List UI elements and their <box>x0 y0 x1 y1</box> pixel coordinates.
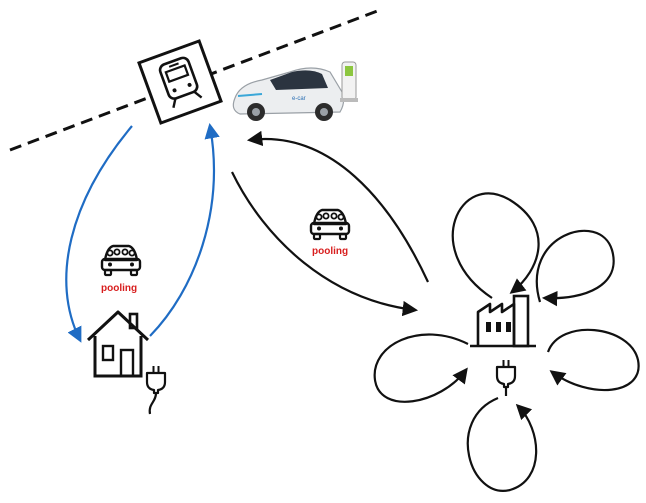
loop-bottom <box>466 396 538 492</box>
pooling-label-center: pooling <box>312 246 349 257</box>
ev-charger-icon <box>340 61 358 102</box>
black-arrow-station-to-factory <box>231 171 419 317</box>
loop-top <box>451 192 540 299</box>
factory-icon <box>470 294 536 348</box>
electric-car-icon: e-car <box>232 67 345 121</box>
car-front-icon-left <box>100 244 142 277</box>
blue-arrow-house-to-station <box>149 122 220 337</box>
blue-arrow-station-to-house <box>65 125 133 343</box>
loop-right <box>546 328 640 392</box>
house-icon <box>86 310 150 378</box>
car-front-icon-center <box>309 208 351 241</box>
factory-loop-arrows <box>373 192 640 492</box>
black-arrow-factory-to-station <box>246 130 429 283</box>
svg-text:e-car: e-car <box>292 96 306 102</box>
pooling-label-left: pooling <box>101 283 138 294</box>
electric-plug-icon-house <box>145 364 167 415</box>
electric-plug-icon-factory <box>495 358 517 396</box>
loop-left <box>373 333 469 403</box>
train-station-icon <box>137 39 223 125</box>
loop-upper-right <box>535 229 615 307</box>
